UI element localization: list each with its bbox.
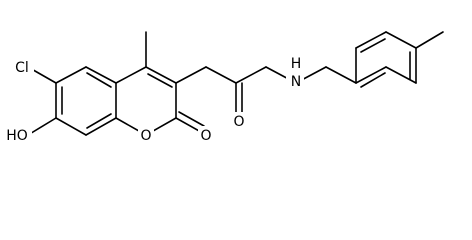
atom-label-lactone-oxygen: O <box>200 128 211 144</box>
atom-label-amide-oxygen: O <box>233 114 244 130</box>
bond <box>415 31 444 49</box>
bond <box>355 66 387 84</box>
bond <box>205 66 237 84</box>
bond <box>235 66 267 84</box>
bond <box>360 38 386 53</box>
bond <box>178 111 205 127</box>
bond <box>147 73 173 88</box>
bond <box>360 72 386 88</box>
bond <box>86 113 112 129</box>
bond <box>27 117 57 136</box>
bond <box>55 117 87 136</box>
atom-label-ring-oxygen: O <box>140 128 151 144</box>
bond <box>145 66 177 84</box>
bond <box>385 66 417 84</box>
bond <box>175 66 207 84</box>
bond <box>355 31 387 49</box>
bond <box>86 72 112 88</box>
atom-labels: Cl HO O O O H N <box>2 52 304 144</box>
bond <box>85 66 117 84</box>
atom-label-amide-hydrogen: H <box>291 56 302 72</box>
bond <box>85 117 117 136</box>
bond <box>325 66 357 84</box>
bond <box>55 66 87 84</box>
atom-label-amide-nitrogen: N <box>291 74 301 90</box>
atom-label-chlorine: Cl <box>15 60 29 76</box>
bond <box>385 31 417 49</box>
chemical-structure-diagram: Cl HO O O O H N <box>2 31 444 144</box>
bond <box>175 117 202 133</box>
bond <box>115 66 147 84</box>
atom-label-hydroxyl: HO <box>6 128 28 144</box>
